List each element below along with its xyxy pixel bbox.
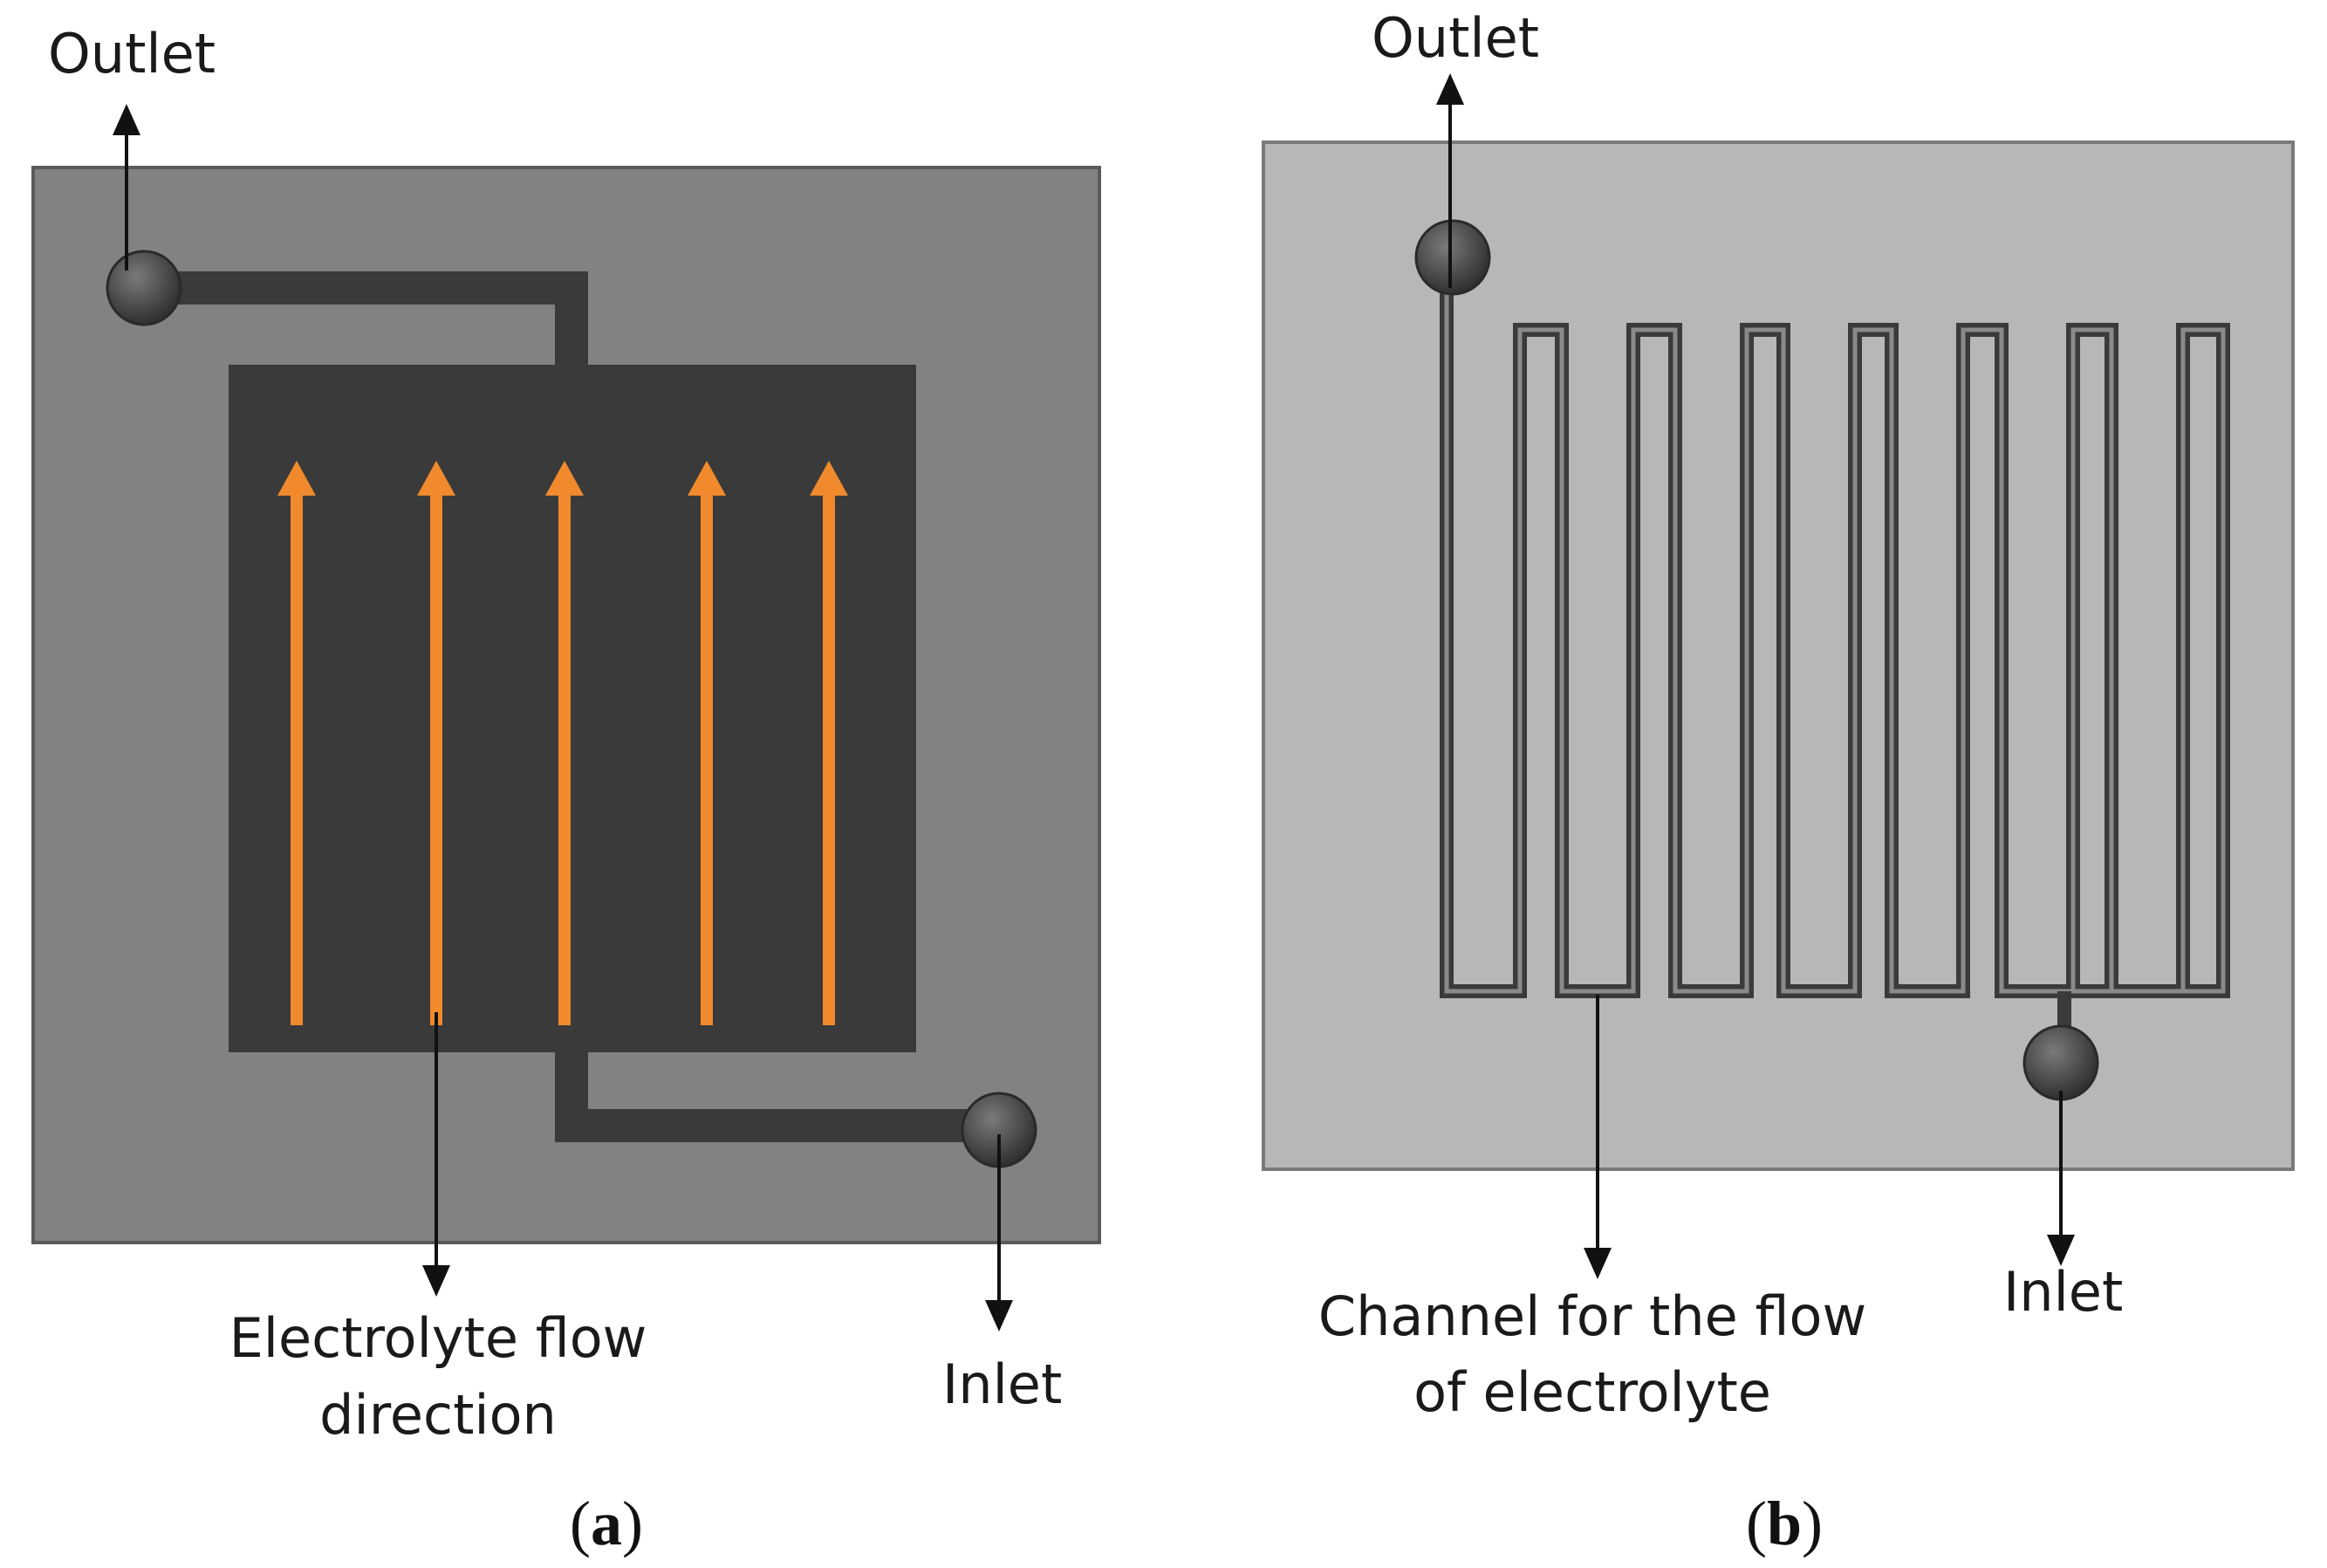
flow-arrow bbox=[688, 461, 726, 1025]
channel-groove bbox=[1444, 262, 2226, 994]
inlet-channel-a bbox=[555, 1047, 995, 1142]
outlet-port-b bbox=[1414, 219, 1491, 296]
panel-a: Outlet Inlet Electrolyte flow direction … bbox=[31, 22, 1101, 1558]
flow-field-a bbox=[229, 365, 916, 1052]
caption-b-letter: b bbox=[1767, 1489, 1802, 1558]
flow-arrow bbox=[810, 461, 848, 1025]
inlet-label-b: Inlet bbox=[2003, 1260, 2123, 1324]
caption-a-close: ) bbox=[622, 1489, 643, 1558]
caption-b: (b) bbox=[1746, 1489, 1823, 1558]
inlet-label-a: Inlet bbox=[942, 1352, 1062, 1416]
caption-a: (a) bbox=[570, 1489, 643, 1558]
flow-arrow bbox=[277, 461, 316, 1025]
flow-arrow bbox=[545, 461, 584, 1025]
outlet-label-b: Outlet bbox=[1372, 6, 1539, 70]
flow-label-a-line1: Electrolyte flow bbox=[229, 1306, 647, 1370]
caption-a-letter: a bbox=[591, 1489, 622, 1558]
channel-label-b-line2: of electrolyte bbox=[1413, 1360, 1771, 1424]
flow-arrows-a bbox=[277, 461, 848, 1025]
outlet-label-a: Outlet bbox=[48, 22, 216, 86]
panel-b: Outlet Inlet Channel for the flow of ele… bbox=[1262, 6, 2295, 1558]
outlet-port-a bbox=[106, 250, 182, 326]
caption-b-open: ( bbox=[1746, 1489, 1767, 1558]
caption-a-open: ( bbox=[570, 1489, 591, 1558]
caption-b-close: ) bbox=[1802, 1489, 1823, 1558]
inlet-port-b bbox=[2022, 1024, 2099, 1101]
flow-label-a-line2: direction bbox=[319, 1383, 557, 1447]
channel-label-b-line1: Channel for the flow bbox=[1318, 1284, 1866, 1348]
outlet-channel-a bbox=[144, 271, 588, 366]
flow-arrow bbox=[417, 461, 455, 1025]
